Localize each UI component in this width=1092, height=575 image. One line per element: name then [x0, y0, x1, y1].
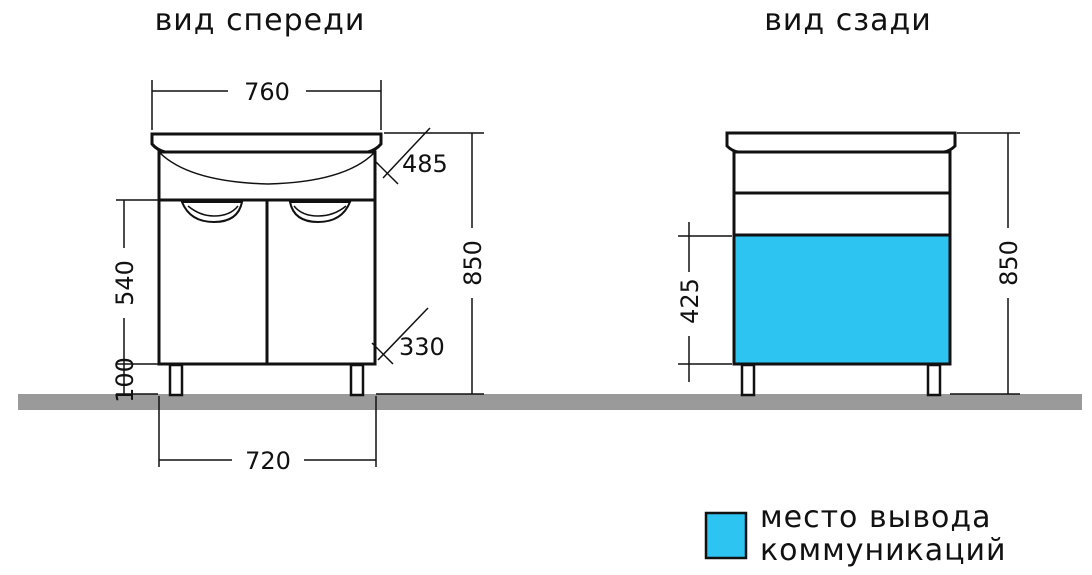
front-basin-body	[157, 150, 377, 202]
front-countertop	[150, 132, 383, 154]
basin-curve	[159, 152, 375, 185]
back-countertop	[725, 131, 957, 154]
back-view-title: вид сзади	[764, 3, 932, 38]
dim-bottom-width: 720	[245, 447, 291, 475]
back-leg-right	[926, 363, 942, 397]
back-upper-panel	[732, 150, 952, 195]
right-handle	[288, 201, 352, 224]
legend-swatch	[704, 511, 748, 560]
front-leg-left	[168, 363, 184, 397]
back-middle-panel	[732, 191, 952, 237]
legend: место вывода коммуникаций	[704, 500, 1007, 568]
left-handle	[180, 201, 244, 224]
dim-door-height: 540	[111, 260, 139, 306]
dim-total-height-back: 850	[995, 240, 1023, 286]
front-leg-right	[349, 363, 365, 397]
dim-body-depth: 330	[399, 333, 445, 361]
right-door	[265, 198, 377, 366]
back-view: 425 850	[676, 131, 1023, 397]
legend-line-2: коммуникаций	[760, 533, 1007, 568]
dim-utility-zone-height: 425	[676, 278, 704, 324]
left-handle-inner	[187, 205, 239, 217]
left-door	[157, 198, 269, 366]
dim-total-height-front: 850	[459, 240, 487, 286]
back-leg-left	[740, 363, 756, 397]
front-view-title: вид спереди	[155, 3, 366, 38]
dim-top-width: 760	[244, 78, 290, 106]
floor	[18, 394, 1082, 410]
front-view: 760 720 485 330 540 100 850	[111, 78, 487, 475]
dim-leg-height: 100	[111, 357, 139, 403]
dim-basin-depth: 485	[402, 150, 448, 178]
utility-zone	[732, 233, 952, 366]
right-handle-inner	[293, 205, 347, 217]
legend-line-1: место вывода	[760, 500, 991, 535]
